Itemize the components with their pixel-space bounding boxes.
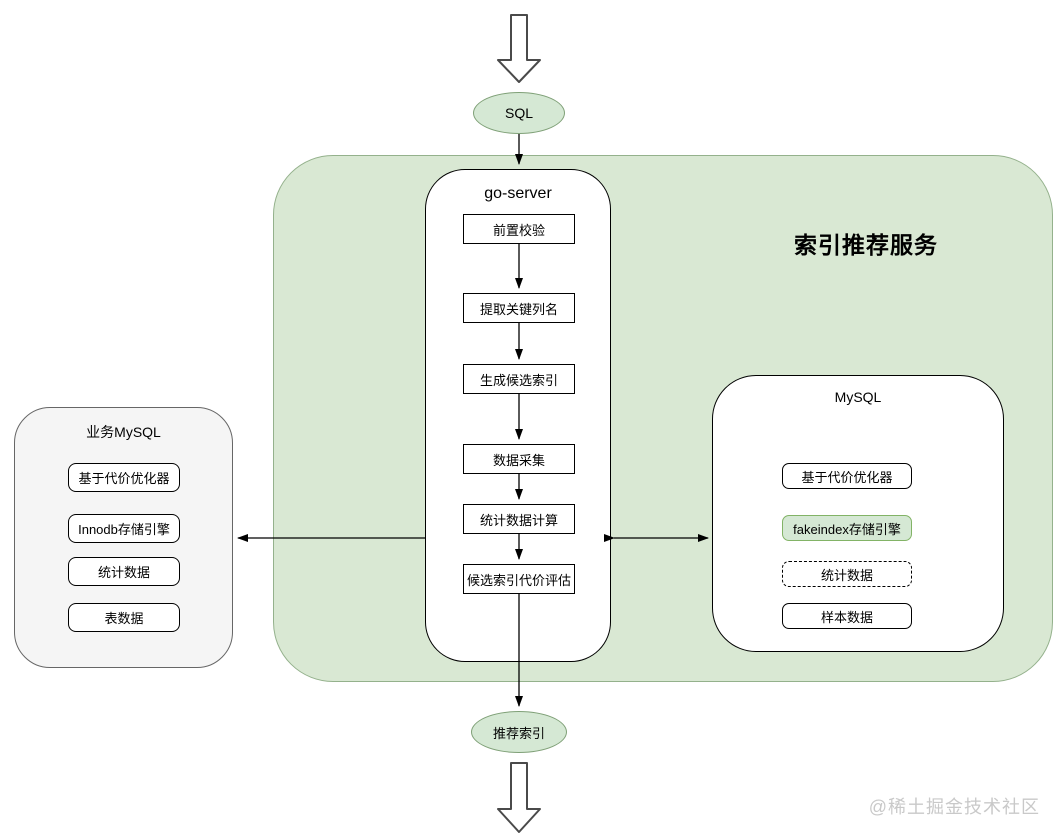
item-cost-based-optimizer-business: 基于代价优化器 xyxy=(68,463,180,492)
go-server-title: go-server xyxy=(484,185,552,202)
item-table-data: 表数据 xyxy=(68,603,180,632)
input-block-arrow-icon xyxy=(497,14,541,83)
item-statistics-data-mysql: 统计数据 xyxy=(782,561,912,587)
step-statistics-calculation: 统计数据计算 xyxy=(463,504,575,534)
service-title: 索引推荐服务 xyxy=(794,232,938,258)
item-fakeindex-storage-engine: fakeindex存储引擎 xyxy=(782,515,912,541)
recommended-index-ellipse: 推荐索引 xyxy=(471,711,567,753)
mysql-title: MySQL xyxy=(834,389,882,405)
business-mysql-title: 业务MySQL xyxy=(86,424,161,440)
business-mysql-container: 业务MySQL 基于代价优化器 Innodb存储引擎 统计数据 表数据 xyxy=(14,407,233,668)
watermark-text: @稀土掘金技术社区 xyxy=(868,797,1040,817)
step-extract-key-columns: 提取关键列名 xyxy=(463,293,575,323)
item-cost-based-optimizer-mysql: 基于代价优化器 xyxy=(782,463,912,489)
item-statistics-data-business: 统计数据 xyxy=(68,557,180,586)
step-candidate-index-cost-evaluation: 候选索引代价评估 xyxy=(463,564,575,594)
mysql-container: MySQL 基于代价优化器 fakeindex存储引擎 统计数据 样本数据 xyxy=(712,375,1004,652)
sql-input-ellipse: SQL xyxy=(473,92,565,134)
item-innodb-storage-engine: Innodb存储引擎 xyxy=(68,514,180,543)
go-server-container: go-server 前置校验 提取关键列名 生成候选索引 数据采集 统计数据计算… xyxy=(425,169,611,662)
item-sample-data: 样本数据 xyxy=(782,603,912,629)
step-data-collection: 数据采集 xyxy=(463,444,575,474)
output-block-arrow-icon xyxy=(497,762,541,833)
step-generate-candidate-indexes: 生成候选索引 xyxy=(463,364,575,394)
step-pre-check: 前置校验 xyxy=(463,214,575,244)
